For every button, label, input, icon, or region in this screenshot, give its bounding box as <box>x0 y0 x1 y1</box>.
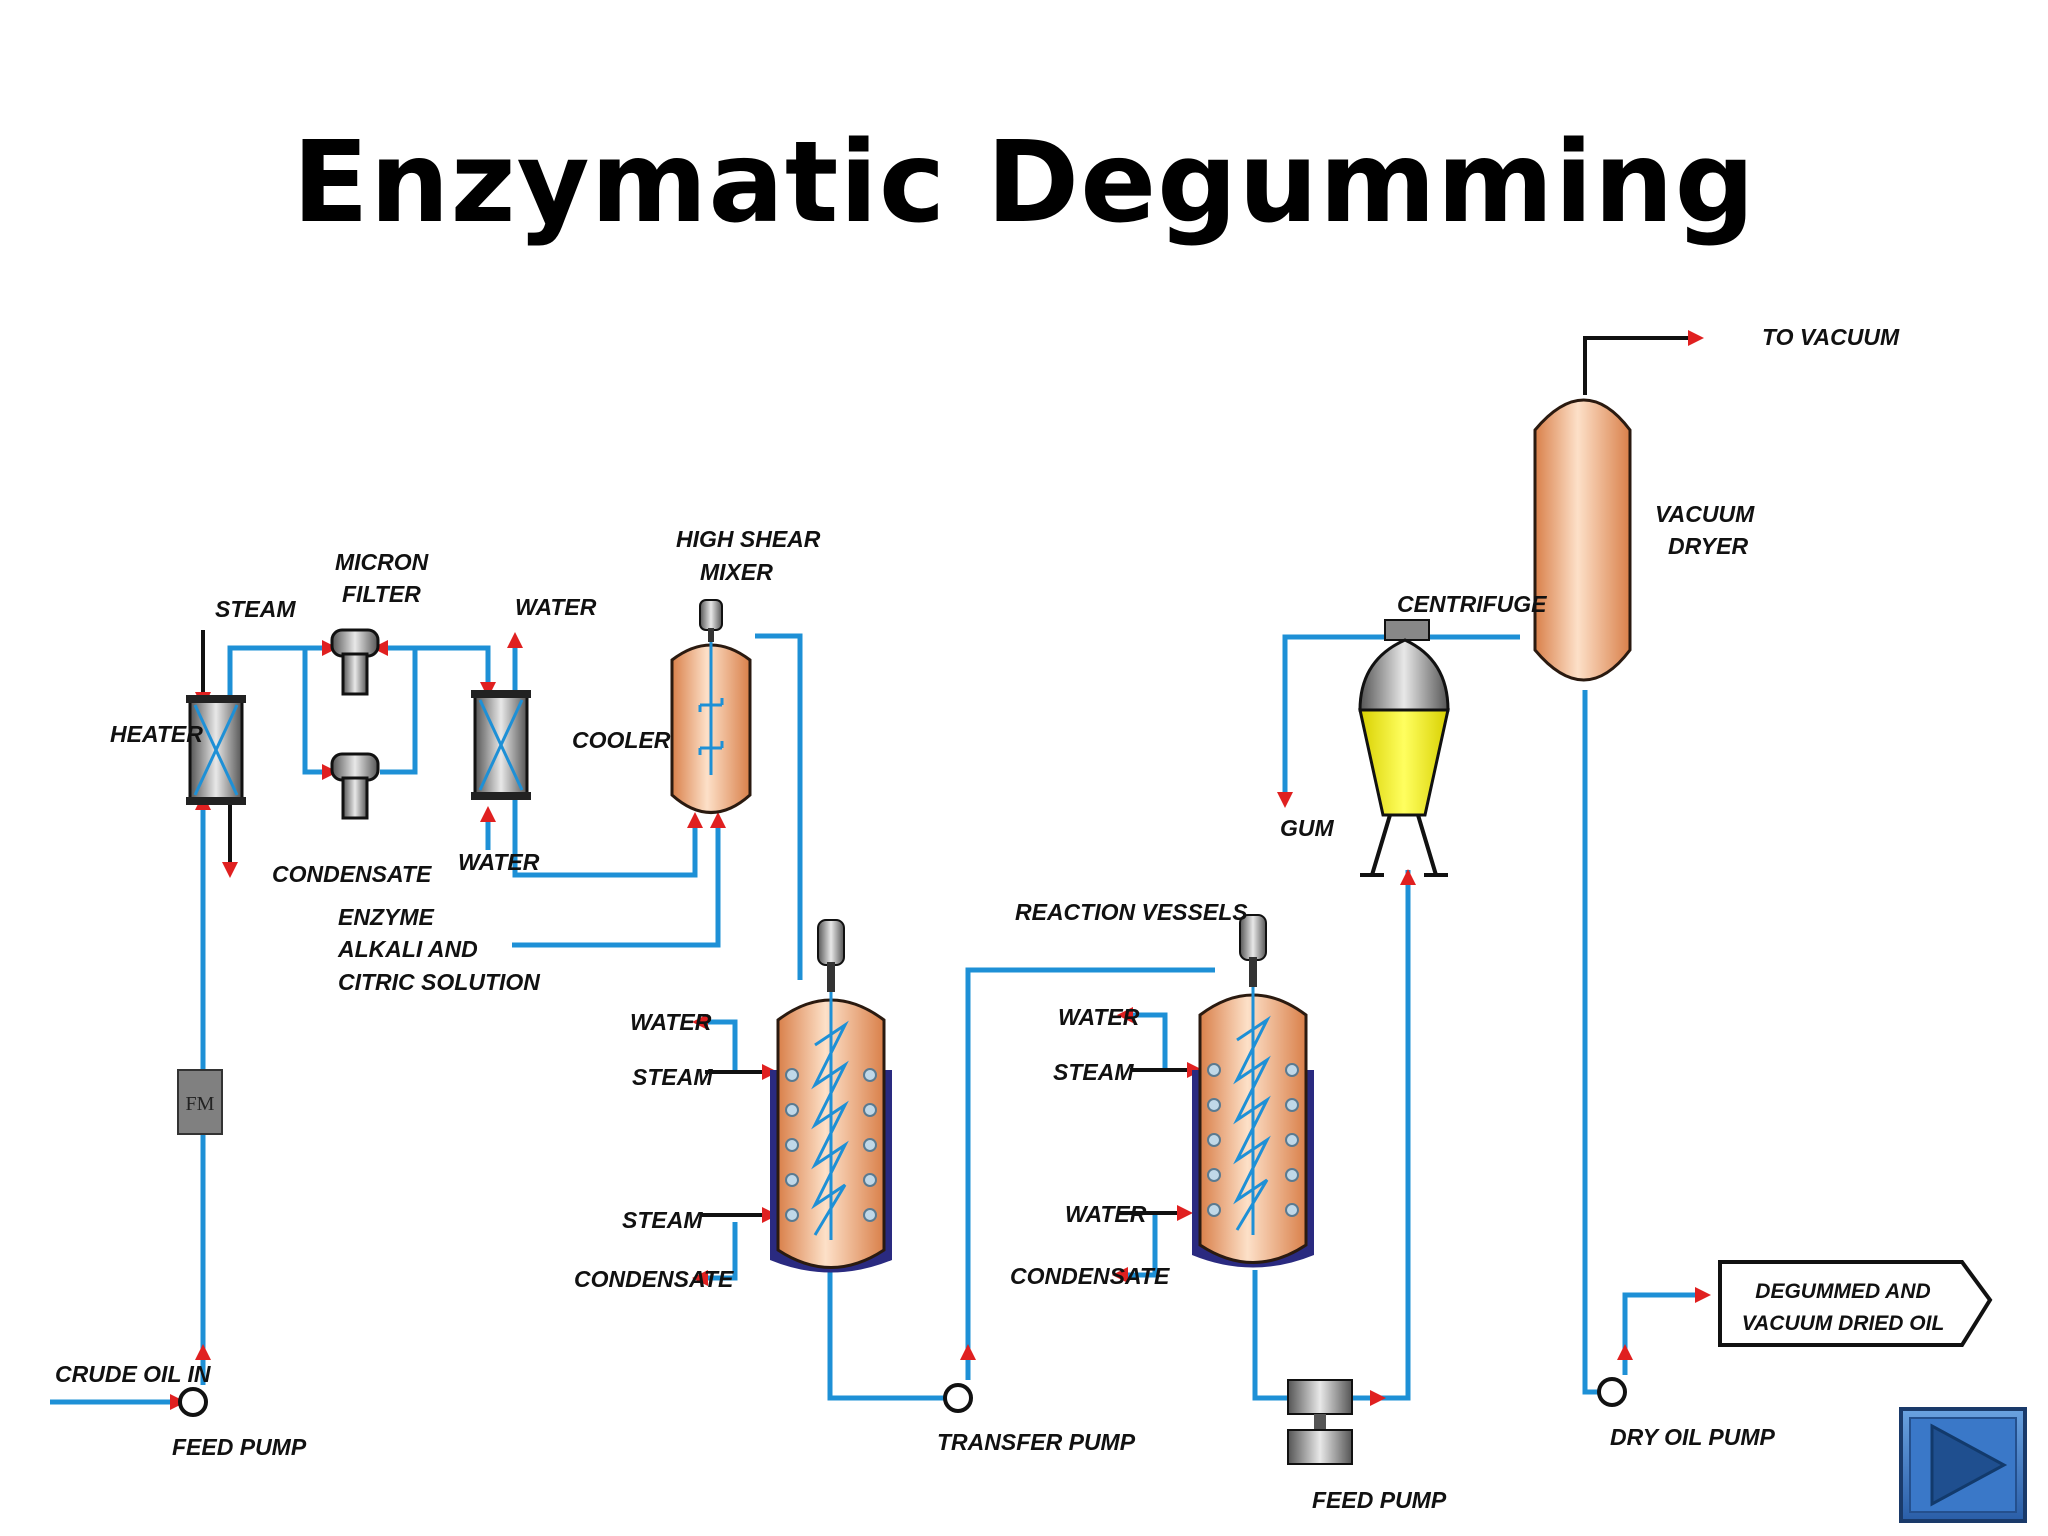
label-cooler: COOLER <box>572 727 671 753</box>
flow-meter-icon: FM <box>177 1069 223 1135</box>
label-rv2-water-bottom: WATER <box>1065 1201 1147 1227</box>
transfer-pump-icon <box>943 1383 973 1413</box>
label-crude-oil-in: CRUDE OIL IN <box>55 1361 211 1387</box>
label-vacuum-dryer-1: VACUUM <box>1655 501 1755 527</box>
label-micron-filter-1: MICRON <box>335 549 429 575</box>
utility-lines <box>201 336 1690 1217</box>
label-high-shear-2: MIXER <box>700 559 773 585</box>
label-output-2: VACUUM DRIED OIL <box>1742 1312 1945 1335</box>
label-gum: GUM <box>1280 815 1335 841</box>
fm-label: FM <box>186 1093 215 1115</box>
micron-filter-icon <box>330 628 380 820</box>
label-feed-pump-2: FEED PUMP <box>1312 1487 1447 1513</box>
output-arrow-icon <box>1718 1260 1993 1347</box>
label-dry-oil-pump: DRY OIL PUMP <box>1610 1424 1776 1450</box>
heater-icon <box>186 695 246 805</box>
label-transfer-pump: TRANSFER PUMP <box>937 1429 1136 1455</box>
label-to-vacuum: TO VACUUM <box>1762 324 1900 350</box>
label-rv2-water-top: WATER <box>1058 1004 1140 1030</box>
label-output-1: DEGUMMED AND <box>1755 1280 1930 1303</box>
feed-pump-1-icon <box>178 1387 208 1417</box>
cooler-icon <box>471 690 531 800</box>
vacuum-dryer-icon <box>1533 398 1632 682</box>
slide-title: Enzymatic Degumming <box>292 118 1756 248</box>
label-rv1-water: WATER <box>630 1009 712 1035</box>
label-centrifuge: CENTRIFUGE <box>1397 591 1547 617</box>
centrifuge-icon <box>1358 619 1450 877</box>
label-reaction-vessels: REACTION VESSELS <box>1015 899 1248 925</box>
label-water-cooler: WATER <box>458 849 540 875</box>
dry-oil-pump-icon <box>1597 1377 1627 1407</box>
high-shear-mixer-icon <box>670 599 752 814</box>
label-heater: HEATER <box>110 721 203 747</box>
label-rv2-steam: STEAM <box>1053 1059 1134 1085</box>
label-rv1-condensate: CONDENSATE <box>574 1266 734 1292</box>
label-enzyme-3: CITRIC SOLUTION <box>338 969 540 995</box>
label-enzyme-2: ALKALI AND <box>337 936 478 962</box>
play-arrow-icon <box>1899 1407 2027 1523</box>
label-rv2-condensate: CONDENSATE <box>1010 1263 1170 1289</box>
reaction-vessel-1-icon <box>770 919 892 1273</box>
label-vacuum-dryer-2: DRYER <box>1668 533 1748 559</box>
reaction-vessel-2-icon <box>1192 914 1314 1268</box>
label-high-shear-1: HIGH SHEAR <box>676 526 821 552</box>
feed-pump-2-icon <box>1287 1379 1353 1465</box>
label-condensate-heater: CONDENSATE <box>272 861 432 887</box>
label-water-top: WATER <box>515 594 597 620</box>
diagram-labels: STEAM MICRON FILTER WATER HIGH SHEAR MIX… <box>55 324 1944 1513</box>
label-feed-pump-1: FEED PUMP <box>172 1434 307 1460</box>
label-rv1-steam-bottom: STEAM <box>622 1207 703 1233</box>
label-micron-filter-2: FILTER <box>342 581 421 607</box>
next-slide-button[interactable] <box>1898 1406 2028 1524</box>
label-enzyme-1: ENZYME <box>338 904 435 930</box>
label-steam-heater: STEAM <box>215 596 296 622</box>
label-rv1-steam-top: STEAM <box>632 1064 713 1090</box>
